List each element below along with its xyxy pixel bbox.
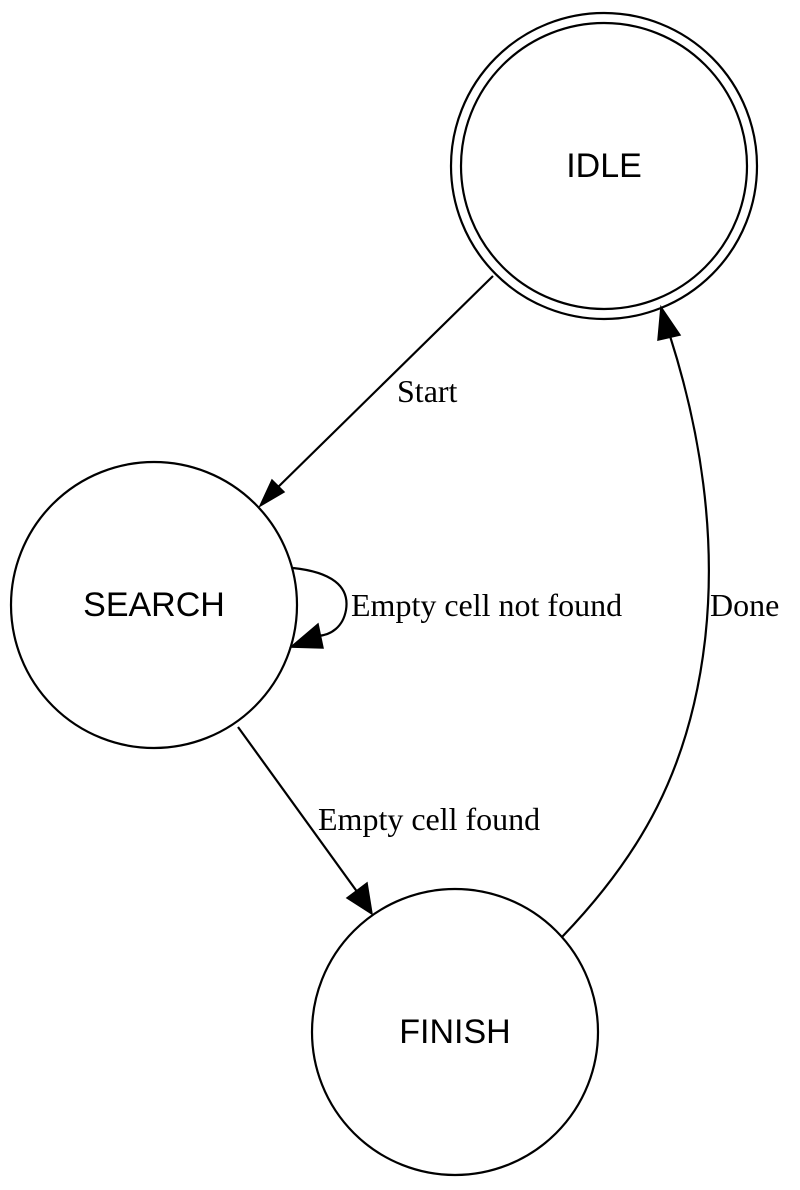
state-finish: FINISH — [310, 887, 600, 1177]
transition-not-found-label: Empty cell not found — [351, 587, 622, 623]
transition-found-arrowhead — [345, 881, 374, 916]
state-idle-inner-ring — [459, 21, 749, 311]
state-finish-ring — [310, 887, 600, 1177]
state-idle-outer-ring — [449, 11, 759, 321]
transition-start-label: Start — [397, 373, 458, 409]
transition-found: Empty cell found — [237, 726, 540, 916]
transition-found-label: Empty cell found — [318, 801, 540, 837]
state-search-label: SEARCH — [83, 586, 225, 624]
state-finish-label: FINISH — [399, 1013, 510, 1051]
transition-not-found-line — [292, 566, 348, 638]
state-idle-label: IDLE — [566, 147, 642, 185]
state-idle: IDLE — [449, 11, 759, 321]
transition-not-found: Empty cell not found — [289, 566, 622, 649]
transition-start-arrowhead — [258, 478, 286, 508]
transition-start-line — [271, 275, 494, 494]
transition-done: Done — [561, 304, 779, 938]
transition-done-arrowhead — [657, 304, 682, 341]
transition-not-found-arrowhead — [289, 622, 324, 649]
state-search-ring — [9, 460, 299, 750]
transition-start: Start — [258, 275, 494, 508]
transition-found-line — [237, 726, 359, 894]
transition-done-label: Done — [710, 587, 779, 623]
state-search: SEARCH — [9, 460, 299, 750]
transition-done-line — [561, 335, 710, 938]
